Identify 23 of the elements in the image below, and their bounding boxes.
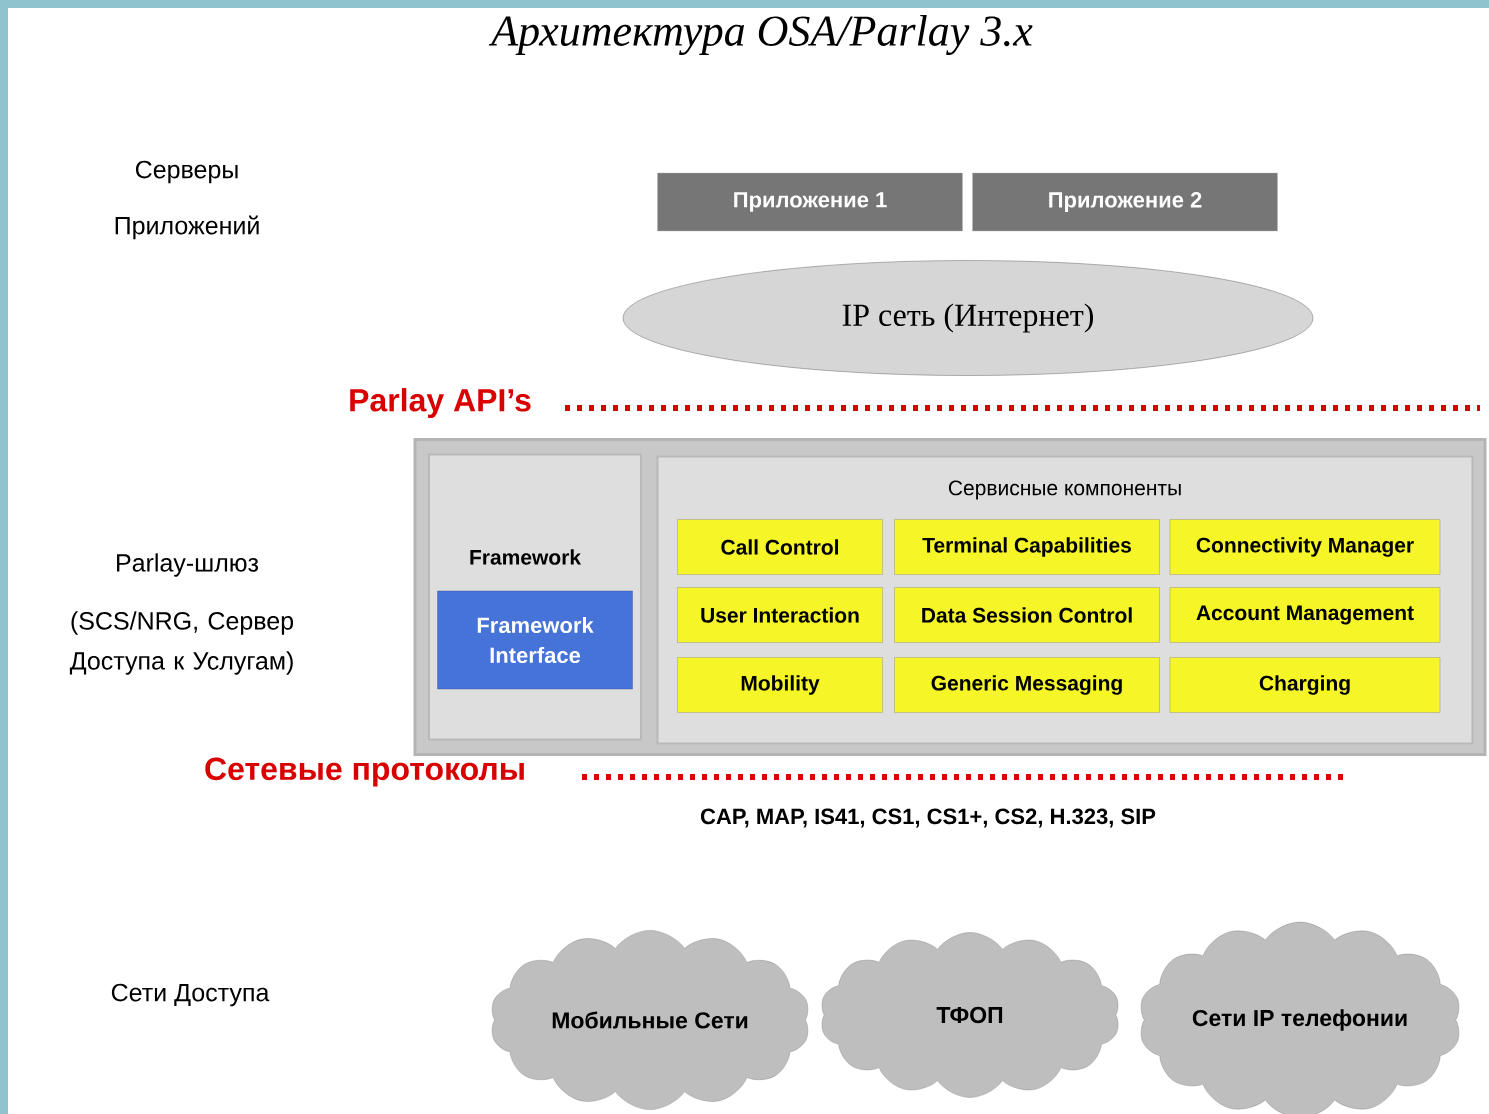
layer-label: Parlay-шлюз xyxy=(117,553,259,577)
component-box: Charging xyxy=(1169,657,1441,713)
component-box: Terminal Capabilities xyxy=(894,519,1160,575)
component-box: Data Session Control xyxy=(894,587,1160,643)
network-cloud: Сети IP телефонии xyxy=(1140,921,1460,1114)
protocol-list: CAP, MAP, IS41, CS1, CS1+, CS2, H.323, SIP xyxy=(700,808,1156,828)
component-box: Call Control xyxy=(677,519,883,575)
layer-label: (SCS/NRG, Сервер Доступа к Услугам) xyxy=(69,611,294,675)
component-box: Connectivity Manager xyxy=(1169,519,1441,575)
component-box: Generic Messaging xyxy=(894,657,1160,713)
network-cloud: ТФОП xyxy=(821,932,1119,1098)
title: Архитектура OSA/Parlay 3.x xyxy=(488,15,1033,55)
protocol-label: Сетевые протоколы xyxy=(205,757,524,787)
component-box: Mobility xyxy=(677,657,883,713)
component-box: Account Management xyxy=(1169,587,1441,643)
layer-label: Серверы Приложений xyxy=(115,160,259,240)
api-label: Parlay API’s xyxy=(350,388,531,418)
network-cloud: Мобильные Сети xyxy=(491,930,809,1110)
application-box: Приложение 1 xyxy=(657,172,963,232)
application-box: Приложение 2 xyxy=(972,172,1278,232)
component-box: User Interaction xyxy=(677,587,883,643)
layer-label: Сети Доступа xyxy=(111,983,270,1007)
interface-box: Framework Interface xyxy=(437,590,633,690)
